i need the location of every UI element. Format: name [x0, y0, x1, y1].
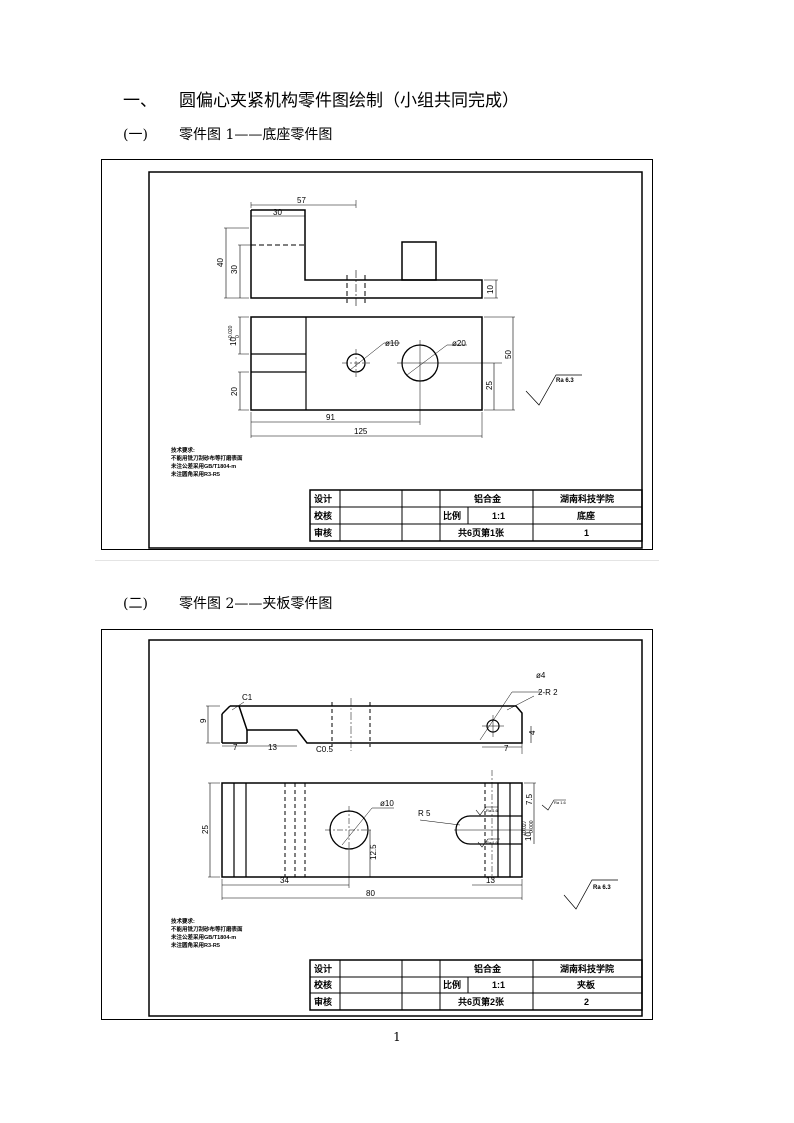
tb-part-name: 夹板 [577, 979, 596, 990]
dim-10-tolerance: 10 [229, 337, 238, 346]
tb-review: 审核 [314, 527, 332, 538]
note-line: 未注公差采用GB/T1804-m [170, 462, 236, 470]
dim-25: 25 [201, 825, 210, 834]
dim-9: 9 [199, 718, 208, 723]
dim-10-tolerance: 10 [524, 832, 533, 841]
dim-125: 125 [354, 427, 368, 436]
tb-check: 校核 [314, 510, 332, 521]
section-1-heading: (一) 零件图 1——底座零件图 [123, 124, 332, 144]
tolerance-upper: +0.020 [228, 325, 234, 341]
dim-40: 40 [216, 258, 225, 267]
roughness-symbol-small [541, 799, 566, 811]
dim-phi10: ø10 [385, 339, 399, 348]
chamfer-c1: C1 [242, 693, 253, 702]
top-view-outline [250, 316, 483, 411]
note-title: 技术要求: [171, 446, 195, 454]
tb-material: 铝合金 [474, 963, 502, 974]
section-divider [95, 560, 659, 561]
heading-number: 一、 [123, 91, 157, 111]
note-title: 技术要求: [171, 917, 195, 925]
heading-text: 圆偏心夹紧机构零件图绘制（小组共同完成） [179, 91, 519, 111]
dim-7-5: 7.5 [525, 793, 534, 805]
tb-part-number: 2 [584, 997, 589, 1007]
tb-ratio: 1:1 [492, 511, 505, 521]
tb-part-number: 1 [584, 528, 589, 538]
tb-review: 审核 [314, 996, 332, 1007]
dim-34: 34 [280, 876, 289, 885]
note-line: 不能用铣刀刮砂布等打磨表面 [171, 454, 243, 462]
dim-30-vertical: 30 [230, 265, 239, 274]
tb-check: 校核 [314, 979, 332, 990]
inner-frame [148, 171, 643, 549]
dim-r5: R 5 [418, 809, 431, 818]
title-block: 设计 校核 审核 铝合金 比例 1:1 共6页第2张 湖南科技学院 夹板 2 [309, 959, 643, 1011]
dim-10: 10 [486, 285, 495, 294]
dim-80: 80 [366, 889, 375, 898]
dim-20: 20 [230, 387, 239, 396]
tb-ratio: 1:1 [492, 980, 505, 990]
dim-7: 7 [233, 743, 238, 752]
front-view-outline [230, 705, 523, 744]
inner-frame [148, 639, 643, 1017]
main-heading: 一、 圆偏心夹紧机构零件图绘制（小组共同完成） [123, 86, 519, 111]
drawing-sheet-clamp: ø4 2-R 2 C1 9 7 13 C0.5 7 4 ø10 R 5 25 1… [101, 629, 653, 1020]
section-2-number: (二) [123, 596, 148, 612]
page-number: 1 [393, 1030, 401, 1044]
dim-25: 25 [485, 381, 494, 390]
tb-school: 湖南科技学院 [560, 963, 614, 974]
dim-91: 91 [326, 413, 335, 422]
dim-2-r2: 2-R 2 [538, 688, 558, 697]
drawing-sheet-base: 57 30 40 30 10 ø10 ø20 10 +0.020 0 20 50… [101, 159, 653, 550]
dim-50: 50 [504, 350, 513, 359]
roughness-small-1: Ra 1.6 [554, 800, 567, 805]
section-2-title: 零件图 2——夹板零件图 [179, 596, 333, 612]
note-line: 不能用铣刀刮砂布等打磨表面 [171, 925, 243, 933]
tb-design: 设计 [314, 493, 332, 504]
roughness-symbol [525, 374, 582, 406]
dim-13-slot: 13 [486, 876, 495, 885]
tb-school: 湖南科技学院 [560, 493, 614, 504]
title-block: 设计 校核 审核 铝合金 比例 1:1 共6页第1张 湖南科技学院 底座 1 [309, 489, 643, 542]
roughness-symbol-small [477, 838, 500, 848]
section-1-number: (一) [123, 127, 148, 143]
tolerance-upper: +0.027 [522, 820, 528, 836]
roughness-value: Ra 6.3 [593, 885, 611, 891]
tb-design: 设计 [314, 963, 332, 974]
dim-13: 13 [268, 743, 277, 752]
tolerance-lower: 0 [235, 335, 241, 338]
dim-phi10: ø10 [380, 799, 394, 808]
note-line: 未注圆角采用R3-R5 [170, 941, 220, 949]
base-drawing: 57 30 40 30 10 ø10 ø20 10 +0.020 0 20 50… [148, 171, 643, 549]
tb-material: 铝合金 [474, 493, 502, 504]
note-line: 未注公差采用GB/T1804-m [170, 933, 236, 941]
dim-phi20: ø20 [452, 339, 466, 348]
dim-4: 4 [528, 730, 537, 735]
note-line: 未注圆角采用R3-R5 [170, 470, 220, 478]
tb-sheets: 共6页第2张 [458, 996, 505, 1007]
clamp-drawing: ø4 2-R 2 C1 9 7 13 C0.5 7 4 ø10 R 5 25 1… [148, 639, 643, 1017]
roughness-symbol [563, 879, 618, 910]
dim-7-right: 7 [504, 744, 509, 753]
roughness-small-3: Ra 1.6 [486, 840, 499, 845]
roughness-small-2: Ra 1.6 [486, 808, 499, 813]
tb-ratio-label: 比例 [443, 510, 461, 521]
dim-12-5: 12.5 [369, 844, 378, 860]
dim-30: 30 [273, 208, 282, 217]
chamfer-c05: C0.5 [316, 745, 333, 754]
tolerance-lower: 0.000 [529, 820, 535, 833]
tb-part-name: 底座 [577, 510, 595, 521]
section-1-title: 零件图 1——底座零件图 [179, 127, 333, 143]
dim-phi4: ø4 [536, 671, 546, 680]
dim-57: 57 [297, 196, 306, 205]
front-view-boss [401, 241, 437, 281]
tb-sheets: 共6页第1张 [458, 527, 505, 538]
roughness-symbol-small [475, 806, 498, 816]
front-view-outline [250, 209, 483, 299]
roughness-value: Ra 6.3 [556, 378, 574, 384]
section-2-heading: (二) 零件图 2——夹板零件图 [123, 593, 332, 613]
tb-ratio-label: 比例 [443, 979, 461, 990]
